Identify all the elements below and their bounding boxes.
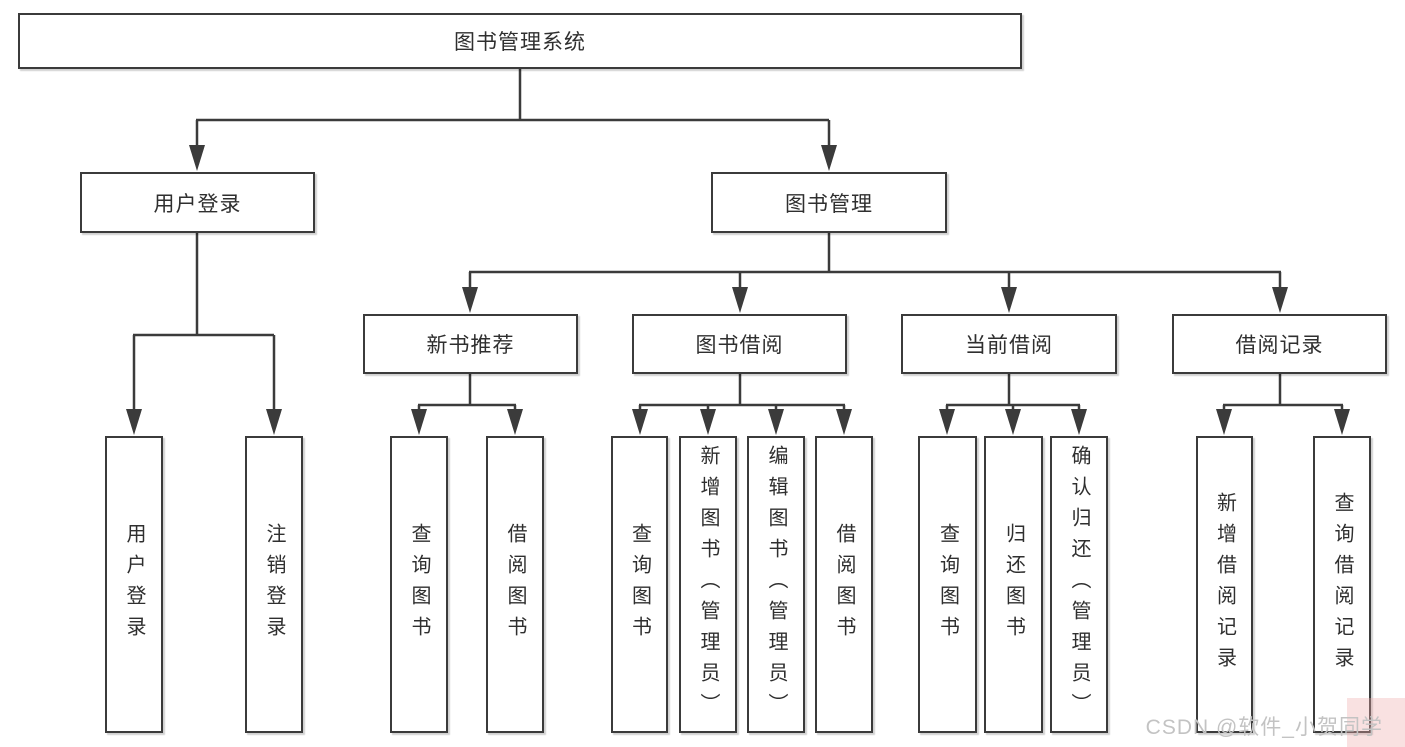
node-query-books-3: 查询图书 bbox=[918, 436, 977, 733]
node-book-management-label: 图书管理 bbox=[785, 192, 873, 216]
connector-user-login-to-leaves bbox=[132, 233, 276, 410]
node-book-management: 图书管理 bbox=[711, 172, 947, 233]
watermark: CSDN @软件_小贺同学 bbox=[1145, 716, 1383, 739]
node-query-books-1-label: 查询图书 bbox=[408, 522, 430, 647]
node-user-login-leaf-label: 用户登录 bbox=[123, 522, 145, 647]
node-root-label: 图书管理系统 bbox=[454, 31, 586, 54]
node-logout: 注销登录 bbox=[245, 436, 303, 733]
arrowheads-level2 bbox=[462, 287, 1288, 313]
node-borrow-books-1: 借阅图书 bbox=[486, 436, 544, 733]
node-query-books-2-label: 查询图书 bbox=[628, 522, 651, 647]
node-add-borrow-record: 新增借阅记录 bbox=[1196, 436, 1253, 733]
node-borrow-books-1-label: 借阅图书 bbox=[504, 522, 526, 647]
watermark-accent-patch bbox=[1347, 698, 1405, 747]
node-borrow-books-2-label: 借阅图书 bbox=[833, 522, 855, 647]
node-book-borrow: 图书借阅 bbox=[632, 314, 847, 374]
node-root: 图书管理系统 bbox=[18, 13, 1022, 69]
node-current-borrow: 当前借阅 bbox=[901, 314, 1117, 374]
node-confirm-return-admin-label: 确认归还（管理员） bbox=[1068, 445, 1090, 724]
connector-current-borrow-to-leaves bbox=[945, 374, 1081, 410]
node-query-books-1: 查询图书 bbox=[390, 436, 448, 733]
arrowheads-book-borrow bbox=[632, 409, 852, 435]
arrowheads-new-book-recommend bbox=[411, 409, 523, 435]
arrowheads-borrow-records bbox=[1216, 409, 1350, 435]
connector-borrow-records-to-leaves bbox=[1222, 374, 1344, 410]
arrowheads-current-borrow bbox=[939, 409, 1087, 435]
connector-book-borrow-to-leaves bbox=[638, 374, 846, 410]
node-query-books-2: 查询图书 bbox=[611, 436, 668, 733]
node-query-books-3-label: 查询图书 bbox=[936, 522, 959, 647]
node-confirm-return-admin: 确认归还（管理员） bbox=[1050, 436, 1108, 733]
node-borrow-records: 借阅记录 bbox=[1172, 314, 1387, 374]
node-add-borrow-record-label: 新增借阅记录 bbox=[1213, 491, 1236, 678]
node-borrow-books-2: 借阅图书 bbox=[815, 436, 873, 733]
node-add-book-admin: 新增图书（管理员） bbox=[679, 436, 737, 733]
node-add-book-admin-label: 新增图书（管理员） bbox=[697, 445, 719, 724]
node-user-login-label: 用户登录 bbox=[153, 192, 242, 216]
node-query-borrow-record-label: 查询借阅记录 bbox=[1331, 491, 1353, 678]
node-new-book-recommend: 新书推荐 bbox=[363, 314, 578, 374]
node-current-borrow-label: 当前借阅 bbox=[965, 334, 1053, 357]
node-new-book-recommend-label: 新书推荐 bbox=[426, 334, 515, 357]
node-logout-label: 注销登录 bbox=[263, 522, 285, 647]
node-book-borrow-label: 图书借阅 bbox=[695, 334, 784, 357]
connector-book-management-to-level2 bbox=[468, 233, 1282, 288]
node-return-book: 归还图书 bbox=[984, 436, 1043, 733]
node-edit-book-admin: 编辑图书（管理员） bbox=[747, 436, 805, 733]
connector-new-book-recommend-to-leaves bbox=[417, 374, 517, 410]
node-edit-book-admin-label: 编辑图书（管理员） bbox=[765, 445, 787, 724]
node-borrow-records-label: 借阅记录 bbox=[1235, 334, 1324, 357]
node-return-book-label: 归还图书 bbox=[1002, 522, 1025, 647]
node-user-login: 用户登录 bbox=[80, 172, 315, 233]
node-user-login-leaf: 用户登录 bbox=[105, 436, 163, 733]
arrowheads-level1 bbox=[189, 145, 837, 171]
connector-root-to-level1 bbox=[195, 69, 831, 146]
node-query-borrow-record: 查询借阅记录 bbox=[1313, 436, 1371, 733]
arrowheads-user-login-leaves bbox=[126, 409, 282, 435]
